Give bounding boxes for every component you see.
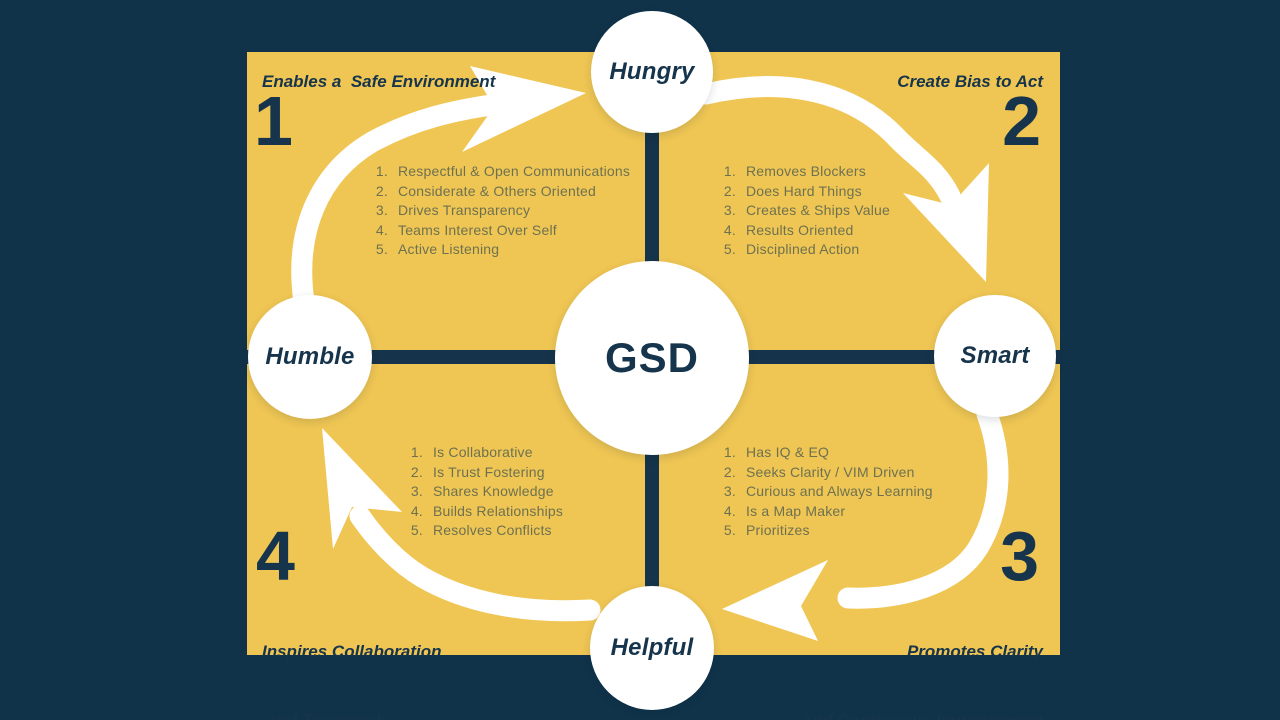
quadrant-4-list: 1.Is Collaborative 2.Is Trust Fostering …: [405, 443, 563, 541]
quadrant-2-number: 2: [1002, 82, 1041, 160]
list-item-text: Does Hard Things: [746, 182, 862, 199]
list-item-text: Results Oriented: [746, 221, 854, 238]
list-item-text: Builds Relationships: [433, 502, 564, 519]
list-item-text: Shares Knowledge: [433, 483, 554, 499]
node-circle-smart: Smart: [934, 295, 1056, 417]
list-item-text: Disciplined Action: [746, 241, 860, 257]
list-item: 5. Active Listening: [370, 240, 630, 260]
list-item-text: Respectful & Open Communications: [398, 163, 631, 179]
quadrant-3-caption-line1: Promotes Clarity: [906, 642, 1043, 661]
list-item-number: 1.: [375, 163, 388, 179]
quadrant-1-list: 1. Respectful & Open Communications 2. Con…: [370, 162, 630, 260]
list-item: 3. Creates & Ships Value: [718, 201, 890, 221]
list-item: 1. Is Collaborative: [405, 443, 563, 463]
center-title: GSD: [604, 334, 699, 381]
list-item: 1. Respectful & Open Communications: [370, 162, 630, 182]
list-item-text: Is a Map Maker: [746, 502, 846, 519]
list-item: 5. Disciplined Action: [718, 240, 890, 260]
list-item: 2. Seeks Clarity / VIM Driven: [718, 463, 933, 483]
list-item-number: 4.: [410, 502, 423, 519]
list-item-number: 2.: [410, 463, 423, 480]
node-circle-center: GSD: [555, 261, 749, 455]
quadrant-3-number: 3: [1000, 517, 1039, 595]
quadrant-4-number: 4: [256, 517, 295, 595]
list-item-number: 4.: [375, 221, 388, 238]
node-circle-helpful: Helpful: [590, 586, 714, 710]
list-item-number: 4.: [723, 502, 736, 519]
list-item-number: 5.: [723, 241, 736, 257]
list-item: 1. Has IQ & EQ: [718, 443, 933, 463]
list-item-number: 1.: [410, 444, 423, 460]
list-item-text: Removes Blockers: [746, 163, 866, 179]
list-item: 3. Shares Knowledge: [405, 482, 563, 502]
list-item-text: Drives Transparency: [398, 202, 531, 218]
quadrant-4-caption-line1: Inspires Collaboration: [262, 642, 442, 661]
list-item-text: Considerate & Others Oriented: [398, 182, 597, 199]
list-item: 4. Results Oriented: [718, 221, 890, 241]
list-item-number: 2.: [723, 463, 736, 480]
list-item-number: 4.: [723, 221, 736, 238]
list-item-number: 5.: [723, 522, 736, 538]
list-item: 2. Considerate & Others Oriented: [370, 182, 630, 202]
list-item-number: 5.: [410, 522, 423, 538]
node-circle-humble: Humble: [248, 295, 372, 419]
list-item-number: 3.: [723, 202, 736, 218]
quadrant-2-list: 1. Removes Blockers 2. Does Hard Things 3.…: [718, 162, 890, 260]
list-item: 4. Builds Relationships: [405, 502, 563, 522]
list-item-text: Resolves Conflicts: [433, 522, 552, 538]
node-circle-hungry: Hungry: [591, 11, 713, 133]
list-item-number: 1.: [723, 444, 736, 460]
quadrant-1-caption: Enables a Safe Environment: [262, 72, 496, 91]
list-item-text: Seeks Clarity / VIM Driven: [746, 463, 915, 480]
list-item: 2. Is Trust Fostering: [405, 463, 563, 483]
quadrant-3-caption: Promotes Clarity and Continuous Improvem…: [802, 594, 1043, 720]
quadrant-4-caption: Inspires Collaboration and Teamwork: [262, 594, 441, 720]
list-item-number: 5.: [375, 241, 388, 257]
node-label-helpful: Helpful: [610, 634, 694, 661]
list-item-text: Prioritizes: [746, 522, 810, 538]
list-item: 3. Drives Transparency: [370, 201, 630, 221]
quadrant-3-list: 1. Has IQ & EQ 2. Seeks Clarity / VIM Driv…: [718, 443, 933, 541]
list-item-number: 3.: [723, 483, 736, 499]
list-item: 5. Resolves Conflicts: [405, 521, 563, 541]
list-item-number: 2.: [375, 182, 388, 199]
list-item-text: Curious and Always Learning: [746, 483, 933, 499]
list-item-number: 3.: [410, 483, 423, 499]
list-item-text: Is Collaborative: [433, 444, 533, 460]
list-item-text: Active Listening: [398, 241, 500, 257]
quadrant-2-caption: Create Bias to Act: [897, 72, 1043, 91]
node-label-hungry: Hungry: [609, 58, 695, 85]
list-item: 2. Does Hard Things: [718, 182, 890, 202]
list-item-text: Has IQ & EQ: [746, 444, 830, 460]
list-item-text: Teams Interest Over Self: [398, 221, 557, 238]
node-label-smart: Smart: [960, 342, 1030, 369]
list-item-text: Is Trust Fostering: [433, 463, 545, 480]
node-label-humble: Humble: [265, 343, 355, 370]
list-item: 4. Is a Map Maker: [718, 502, 933, 522]
list-item-text: Creates & Ships Value: [746, 202, 891, 218]
list-item: 4. Teams Interest Over Self: [370, 221, 630, 241]
list-item-number: 1.: [723, 163, 736, 179]
quadrant-4-caption-line2: and Teamwork: [262, 709, 441, 720]
list-item-number: 2.: [723, 182, 736, 199]
list-item-number: 3.: [375, 202, 388, 218]
list-item: 1. Removes Blockers: [718, 162, 890, 182]
list-item: 5. Prioritizes: [718, 521, 933, 541]
quadrant-3-caption-line2: and Continuous Improvement: [802, 709, 1043, 720]
list-item: 3. Curious and Always Learning: [718, 482, 933, 502]
quadrant-1-number: 1: [254, 82, 293, 160]
